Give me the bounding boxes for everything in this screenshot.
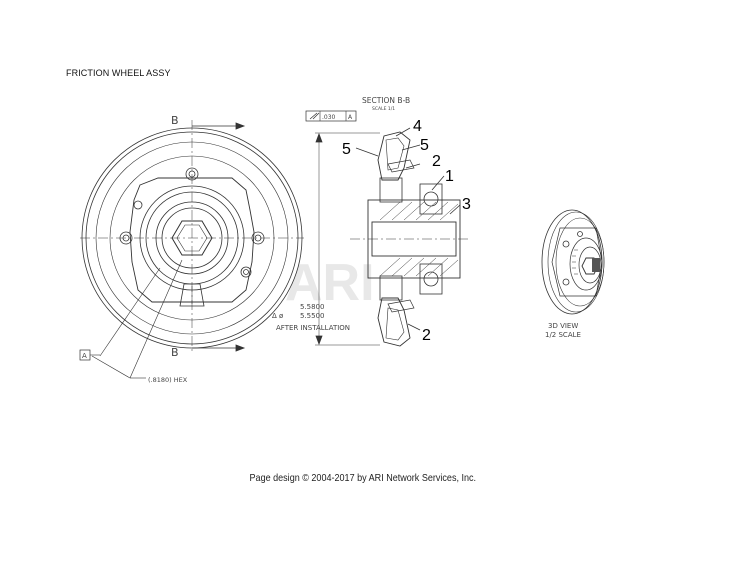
hex-dimension: (.8180) HEX [148,376,188,384]
dimension-max: 5.5800 [300,303,325,311]
section-scale: SCALE 1/1 [372,106,395,112]
watermark: ARI [285,254,375,312]
callout-2-top: 2 [432,153,441,170]
section-view [305,110,470,347]
iso-view-label: 3D VIEW [548,322,578,330]
iso-view [541,209,605,315]
section-mark-top: B [171,114,179,127]
front-view [79,120,304,379]
tolerance-value: .030 [322,114,336,121]
callout-5-right: 5 [420,137,429,154]
footer-copyright: Page design © 2004-2017 by ARI Network S… [249,472,477,484]
callout-2-bottom: 2 [422,327,431,344]
tolerance-datum: A [348,114,353,121]
dimension-symbol: Δ ø [272,312,284,320]
section-mark-bottom: B [171,346,179,359]
callout-5-left: 5 [342,141,351,158]
dimension-note: AFTER INSTALLATION [276,324,350,332]
callout-1: 1 [445,168,454,185]
callout-3: 3 [462,196,471,213]
iso-view-scale: 1/2 SCALE [545,331,581,339]
callout-4: 4 [413,118,422,135]
section-title: SECTION B-B [362,96,410,105]
datum-label: A [82,352,87,360]
page-title: FRICTION WHEEL ASSY [66,68,171,78]
dimension-min: 5.5500 [300,312,325,320]
